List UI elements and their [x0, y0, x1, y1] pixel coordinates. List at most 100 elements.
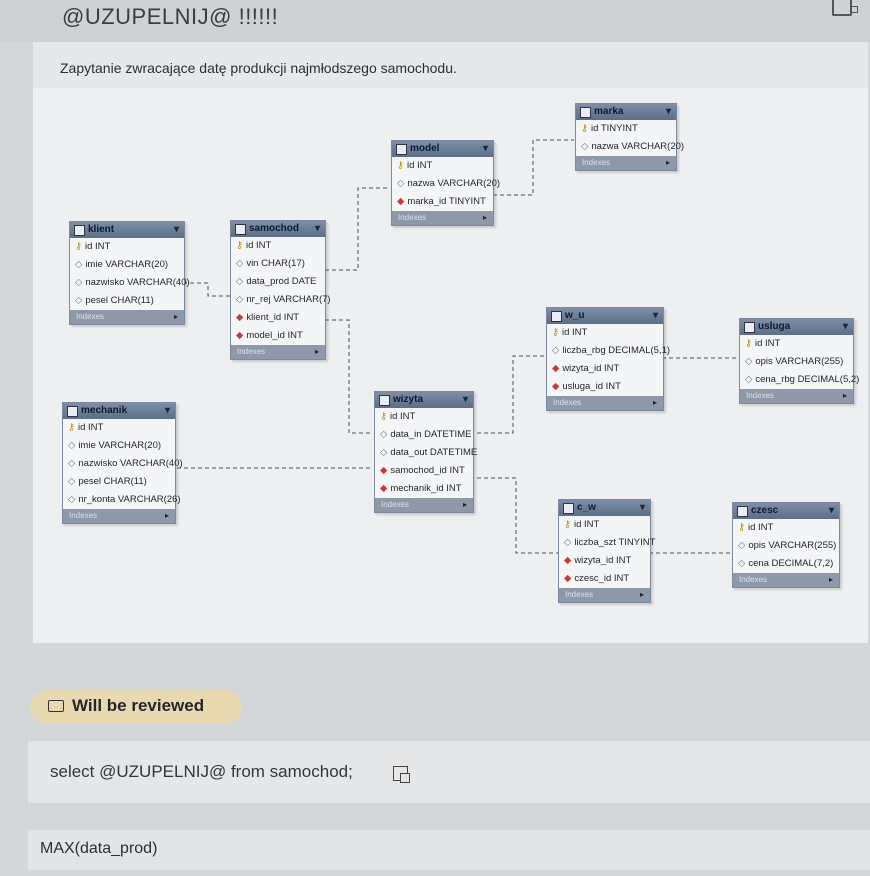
- copy-icon[interactable]: [832, 0, 858, 16]
- column-label: nazwa VARCHAR(20): [591, 141, 685, 152]
- column-label: wizyta_id INT: [562, 363, 620, 374]
- key-icon: ⚷: [380, 411, 387, 422]
- column-row: ◇nazwa VARCHAR(20): [576, 138, 684, 156]
- table-samochod-header[interactable]: samochod: [231, 221, 325, 237]
- column-row: ◇liczba_szt TINYINT: [559, 534, 655, 552]
- column-row: ◇vin CHAR(17): [231, 255, 325, 273]
- table-w_u[interactable]: w_u ⚷id INT ◇liczba_rbg DECIMAL(5,1) ◆wi…: [546, 307, 670, 411]
- table-czesc-header[interactable]: czesc: [733, 503, 839, 519]
- column-row: ◇pesel CHAR(11): [63, 473, 175, 491]
- column-row: ⚷id INT: [733, 519, 839, 537]
- column-row: ◇nr_rej VARCHAR(7): [231, 291, 331, 309]
- column-row: ◇data_prod DATE: [231, 273, 325, 291]
- column-label: nazwa VARCHAR(20): [407, 178, 501, 189]
- column-label: data_prod DATE: [246, 276, 317, 287]
- column-row: ◆marka_id TINYINT: [392, 193, 493, 211]
- table-mechanik-header[interactable]: mechanik: [63, 403, 175, 419]
- column-label: id INT: [754, 338, 781, 349]
- indexes-footer[interactable]: Indexes: [231, 345, 325, 359]
- table-marka[interactable]: marka ⚷id TINYINT ◇nazwa VARCHAR(20) Ind…: [575, 103, 684, 171]
- column-row: ◇nr_konta VARCHAR(26): [63, 491, 181, 509]
- column-label: imie VARCHAR(20): [78, 440, 162, 451]
- key-icon: ⚷: [552, 327, 559, 338]
- column-label: marka_id TINYINT: [407, 196, 486, 207]
- table-model-header[interactable]: model: [392, 141, 493, 157]
- answer-input[interactable]: [28, 830, 870, 870]
- column-icon: ◇: [68, 440, 76, 451]
- indexes-footer[interactable]: Indexes: [70, 310, 184, 324]
- key-icon: ⚷: [581, 123, 588, 134]
- column-label: pesel CHAR(11): [85, 295, 154, 306]
- column-row: ⚷id INT: [559, 516, 650, 534]
- indexes-footer[interactable]: Indexes: [559, 588, 650, 602]
- column-icon: ◇: [380, 429, 388, 440]
- table-usluga-header[interactable]: usluga: [740, 319, 853, 335]
- column-icon: ◇: [581, 141, 589, 152]
- relationship-lines: [177, 139, 739, 554]
- column-icon: ◇: [564, 537, 572, 548]
- column-label: liczba_szt TINYINT: [574, 537, 656, 548]
- column-row: ◆usluga_id INT: [547, 378, 663, 396]
- foreign-key-icon: ◆: [380, 465, 388, 476]
- column-row: ◆wizyta_id INT: [547, 360, 663, 378]
- table-samochod[interactable]: samochod ⚷id INT ◇vin CHAR(17) ◇data_pro…: [230, 220, 331, 360]
- answer-input-value[interactable]: MAX(data_prod): [40, 840, 158, 857]
- column-row: ◆klient_id INT: [231, 309, 325, 327]
- column-label: id INT: [573, 519, 600, 530]
- table-marka-header[interactable]: marka: [576, 104, 676, 120]
- foreign-key-icon: ◆: [564, 555, 572, 566]
- table-mechanik[interactable]: mechanik ⚷id INT ◇imie VARCHAR(20) ◇nazw…: [62, 402, 183, 524]
- column-label: nr_rej VARCHAR(7): [246, 294, 331, 305]
- review-badge: Will be reviewed: [30, 690, 242, 724]
- key-icon: ⚷: [745, 338, 752, 349]
- answer-container: [28, 741, 870, 803]
- foreign-key-icon: ◆: [564, 573, 572, 584]
- table-wizyta-header[interactable]: wizyta: [375, 392, 473, 408]
- indexes-footer[interactable]: Indexes: [375, 498, 473, 512]
- table-wizyta[interactable]: wizyta ⚷id INT ◇data_in DATETIME ◇data_o…: [374, 391, 477, 513]
- column-icon: ◇: [380, 447, 388, 458]
- column-label: opis VARCHAR(255): [755, 356, 844, 367]
- table-usluga[interactable]: usluga ⚷id INT ◇opis VARCHAR(255) ◇cena_…: [739, 318, 859, 404]
- column-row: ◆mechanik_id INT: [375, 480, 473, 498]
- column-row: ⚷id INT: [392, 157, 493, 175]
- column-label: samochod_id INT: [390, 465, 465, 476]
- table-klient[interactable]: klient ⚷id INT ◇imie VARCHAR(20) ◇nazwis…: [69, 221, 190, 325]
- column-row: ◇opis VARCHAR(255): [733, 537, 839, 555]
- table-klient-header[interactable]: klient: [70, 222, 184, 238]
- column-row: ◇liczba_rbg DECIMAL(5,1): [547, 342, 670, 360]
- column-label: data_out DATETIME: [390, 447, 478, 458]
- key-icon: ⚷: [564, 519, 571, 530]
- column-row: ◆samochod_id INT: [375, 462, 473, 480]
- table-model[interactable]: model ⚷id INT ◇nazwa VARCHAR(20) ◆marka_…: [391, 140, 500, 226]
- top-bar: @UZUPELNIJ@ !!!!!!: [0, 0, 870, 42]
- column-label: klient_id INT: [246, 312, 300, 323]
- column-row: ◇opis VARCHAR(255): [740, 353, 853, 371]
- column-icon: ◇: [738, 540, 746, 551]
- copy-icon[interactable]: [393, 766, 410, 783]
- column-label: id INT: [561, 327, 588, 338]
- column-row: ◇imie VARCHAR(20): [70, 256, 184, 274]
- indexes-footer[interactable]: Indexes: [576, 156, 676, 170]
- column-label: id INT: [389, 411, 416, 422]
- key-icon: ⚷: [236, 240, 243, 251]
- indexes-footer[interactable]: Indexes: [740, 389, 853, 403]
- table-c_w[interactable]: c_w ⚷id INT ◇liczba_szt TINYINT ◆wizyta_…: [558, 499, 655, 603]
- table-czesc[interactable]: czesc ⚷id INT ◇opis VARCHAR(255) ◇cena D…: [732, 502, 840, 588]
- indexes-footer[interactable]: Indexes: [63, 509, 175, 523]
- column-row: ⚷id TINYINT: [576, 120, 676, 138]
- column-row: ◇data_out DATETIME: [375, 444, 477, 462]
- indexes-footer[interactable]: Indexes: [733, 573, 839, 587]
- column-icon: ◇: [75, 295, 83, 306]
- column-label: id INT: [77, 422, 104, 433]
- question-text: Zapytanie zwracające datę produkcji najm…: [60, 60, 457, 76]
- column-label: model_id INT: [246, 330, 303, 341]
- indexes-footer[interactable]: Indexes: [547, 396, 663, 410]
- table-w_u-header[interactable]: w_u: [547, 308, 663, 324]
- column-label: nazwisko VARCHAR(40): [85, 277, 190, 288]
- column-label: cena DECIMAL(7,2): [748, 558, 834, 569]
- table-c_w-header[interactable]: c_w: [559, 500, 650, 516]
- indexes-footer[interactable]: Indexes: [392, 211, 493, 225]
- column-label: id INT: [245, 240, 272, 251]
- foreign-key-icon: ◆: [552, 381, 560, 392]
